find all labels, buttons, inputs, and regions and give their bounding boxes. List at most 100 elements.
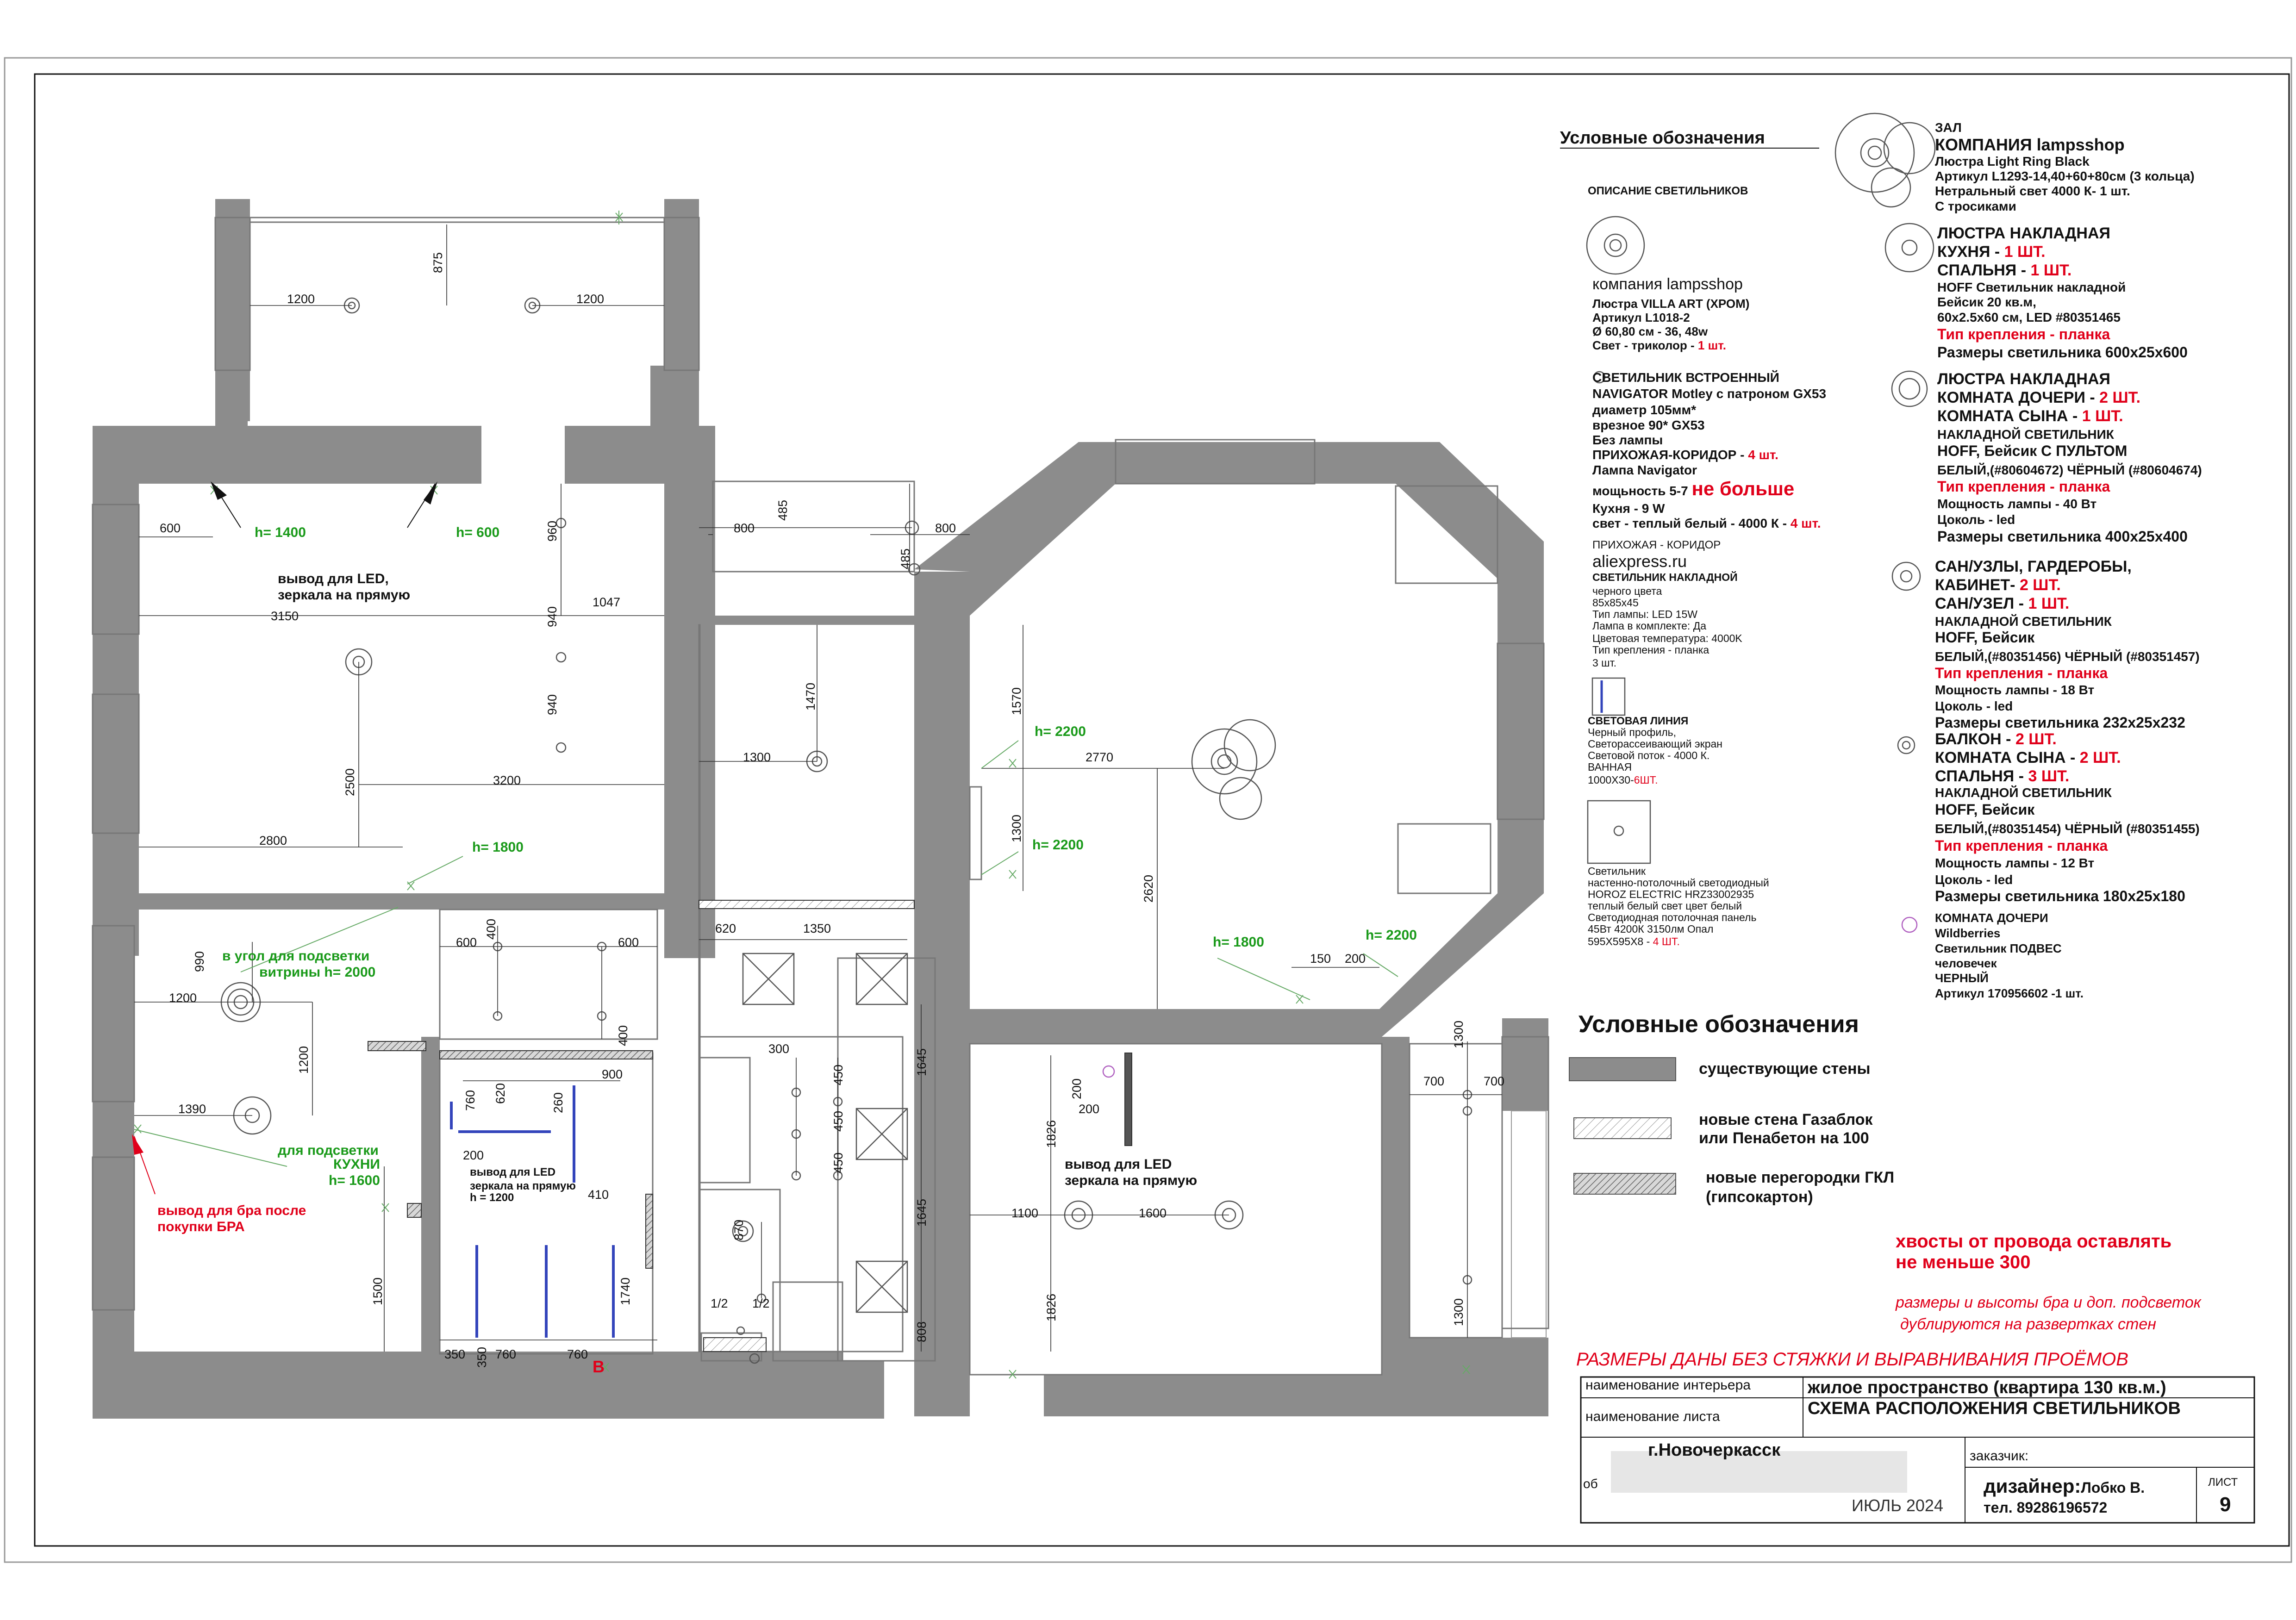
svg-text:Размеры светильника 600х25х600: Размеры светильника 600х25х600 [1937, 344, 2188, 361]
svg-text:С тросиками: С тросиками [1935, 199, 2016, 213]
svg-text:1200: 1200 [576, 292, 604, 306]
svg-text:700: 700 [1484, 1074, 1504, 1088]
walls-legend: существующие стены новые стена Газаблок … [1569, 1057, 1894, 1206]
svg-text:или Пенабетон на 100: или Пенабетон на 100 [1699, 1129, 1869, 1147]
svg-text:450: 450 [831, 1111, 845, 1132]
svg-text:Люстра Light Ring Black: Люстра Light Ring Black [1935, 154, 2090, 168]
svg-text:600: 600 [618, 935, 639, 949]
svg-text:НАКЛАДНОЙ СВЕТИЛЬНИК: НАКЛАДНОЙ СВЕТИЛЬНИК [1935, 614, 2112, 629]
svg-text:САН/УЗЕЛ - 1 ШТ.: САН/УЗЕЛ - 1 ШТ. [1935, 595, 2069, 612]
svg-text:наименование листа: наименование листа [1585, 1409, 1720, 1424]
svg-text:h= 1600: h= 1600 [329, 1173, 380, 1188]
svg-text:45Вт 4200К 3150лм Опал: 45Вт 4200К 3150лм Опал [1588, 923, 1713, 935]
svg-text:НАКЛАДНОЙ СВЕТИЛЬНИК: НАКЛАДНОЙ СВЕТИЛЬНИК [1937, 427, 2115, 442]
svg-text:1740: 1740 [618, 1277, 632, 1305]
gazoblok-wall-swatch [1573, 1117, 1672, 1139]
villa-art-chandelier-icon [1586, 216, 1645, 275]
svg-text:БАЛКОН - 2 ШТ.: БАЛКОН - 2 ШТ. [1935, 730, 2057, 748]
svg-text:ЛЮСТРА НАКЛАДНАЯ: ЛЮСТРА НАКЛАДНАЯ [1937, 370, 2110, 388]
svg-text:760: 760 [495, 1347, 516, 1361]
svg-text:в угол для подсветки: в угол для подсветки [222, 948, 369, 964]
svg-text:Светильник ПОДВЕС: Светильник ПОДВЕС [1935, 941, 2062, 955]
svg-text:жилое пространство (квартира 1: жилое пространство (квартира 130 кв.м.) [1807, 1378, 2166, 1397]
svg-text:Ø 60,80 см - 36, 48w: Ø 60,80 см - 36, 48w [1592, 324, 1708, 338]
svg-text:Мощность лампы - 40 Вт: Мощность лампы - 40 Вт [1937, 497, 2096, 511]
svg-text:1645: 1645 [915, 1048, 929, 1076]
svg-text:940: 940 [545, 606, 559, 627]
svg-text:808: 808 [915, 1321, 929, 1342]
svg-text:Световой поток - 4000 К.: Световой поток - 4000 К. [1588, 749, 1710, 761]
walls-legend-title: Условные обозначения [1578, 1011, 1859, 1038]
light-ring-icon [1834, 112, 1915, 193]
svg-text:410: 410 [588, 1188, 609, 1202]
svg-text:вывод для LED: вывод для LED [470, 1166, 555, 1178]
svg-text:ВАННАЯ: ВАННАЯ [1588, 761, 1632, 773]
square-panel-icon [1587, 800, 1651, 864]
arrows [132, 481, 437, 1195]
notes: хвосты от провода оставлять не меньше 30… [1576, 1231, 2202, 1370]
svg-text:КУХНИ: КУХНИ [333, 1157, 380, 1172]
svg-text:870: 870 [732, 1220, 746, 1240]
plan-led-notes: вывод для LED, зеркала на прямую h = 120… [278, 571, 1197, 1204]
svg-text:1200: 1200 [287, 292, 315, 306]
svg-text:h = 1200: h = 1200 [470, 1191, 514, 1204]
svg-text:Тип лампы: LED 15W: Тип лампы: LED 15W [1592, 608, 1697, 620]
svg-text:900: 900 [602, 1067, 623, 1081]
pendant-icon [1901, 916, 1918, 933]
svg-text:1300: 1300 [1010, 815, 1023, 842]
svg-text:Светорассеивающий экран: Светорассеивающий экран [1588, 738, 1722, 750]
led-lines [450, 1085, 615, 1338]
svg-text:существующие стены: существующие стены [1699, 1060, 1871, 1078]
svg-text:СПАЛЬНЯ - 1 ШТ.: СПАЛЬНЯ - 1 ШТ. [1937, 262, 2071, 279]
svg-text:620: 620 [715, 922, 736, 935]
svg-text:1100: 1100 [1011, 1206, 1038, 1220]
svg-text:1300: 1300 [743, 750, 771, 764]
svg-text:Нетральный свет 4000 К- 1 шт.: Нетральный свет 4000 К- 1 шт. [1935, 184, 2130, 198]
svg-text:ПРИХОЖАЯ-КОРИДОР - 4 шт.: ПРИХОЖАЯ-КОРИДОР - 4 шт. [1592, 448, 1778, 462]
svg-text:зеркала на прямую: зеркала на прямую [278, 587, 410, 603]
svg-text:Мощность лампы - 18 Вт: Мощность лампы - 18 Вт [1935, 683, 2094, 697]
svg-text:960: 960 [545, 521, 559, 542]
svg-text:КУХНЯ - 1 ШТ.: КУХНЯ - 1 ШТ. [1937, 243, 2046, 261]
svg-text:2800: 2800 [259, 834, 287, 847]
svg-text:300: 300 [768, 1042, 789, 1056]
window-lines [92, 217, 1549, 1376]
svg-text:(гипсокартон): (гипсокартон) [1706, 1188, 1813, 1206]
svg-text:для подсветки: для подсветки [278, 1143, 379, 1158]
svg-text:Мощность лампы - 12 Вт: Мощность лампы - 12 Вт [1935, 856, 2094, 870]
svg-text:800: 800 [734, 521, 755, 535]
svg-text:ИЮЛЬ 2024: ИЮЛЬ 2024 [1852, 1496, 1943, 1515]
svg-text:новые перегородки ГКЛ: новые перегородки ГКЛ [1706, 1169, 1894, 1186]
new-walls [368, 900, 1132, 1352]
svg-text:КОМНАТА СЫНА - 2 ШТ.: КОМНАТА СЫНА - 2 ШТ. [1935, 749, 2121, 766]
svg-text:человечек: человечек [1935, 956, 1997, 970]
svg-text:Размеры светильника 232х25х232: Размеры светильника 232х25х232 [1935, 714, 2185, 731]
svg-text:вывод для LED,: вывод для LED, [278, 571, 389, 586]
svg-text:60x2.5x60 см, LED #80351465: 60x2.5x60 см, LED #80351465 [1937, 310, 2121, 324]
svg-text:СВЕТИЛЬНИК ВСТРОЕННЫЙ: СВЕТИЛЬНИК ВСТРОЕННЫЙ [1592, 370, 1779, 385]
svg-text:aliexpress.ru: aliexpress.ru [1592, 552, 1687, 571]
svg-text:не меньше 300: не меньше 300 [1896, 1252, 2031, 1272]
svg-text:485: 485 [776, 500, 790, 521]
svg-text:1/2: 1/2 [752, 1296, 770, 1310]
svg-text:200: 200 [1345, 952, 1366, 966]
svg-text:КОМПАНИЯ lampsshop: КОМПАНИЯ lampsshop [1935, 135, 2125, 154]
svg-text:КОМНАТА СЫНА - 1 ШТ.: КОМНАТА СЫНА - 1 ШТ. [1937, 407, 2123, 425]
svg-text:HOFF Светильник накладной: HOFF Светильник накладной [1937, 280, 2126, 294]
svg-text:г.Новочеркасск: г.Новочеркасск [1648, 1440, 1781, 1460]
svg-text:теплый белый свет цвет белый: теплый белый свет цвет белый [1588, 900, 1742, 912]
fixtures-subtitle: ОПИСАНИЕ СВЕТИЛЬНИКОВ [1588, 185, 1748, 197]
svg-text:1047: 1047 [593, 595, 620, 609]
svg-text:400: 400 [484, 919, 498, 940]
title-block: наименование интерьера жилое пространств… [1580, 1376, 2255, 1524]
svg-text:Тип крепления - планка: Тип крепления - планка [1937, 478, 2110, 495]
svg-text:760: 760 [567, 1347, 588, 1361]
gkl-wall-swatch [1573, 1173, 1676, 1195]
svg-text:600: 600 [160, 521, 181, 535]
svg-text:об: об [1583, 1477, 1598, 1491]
svg-text:HOFF, Бейсик С ПУЛЬТОМ: HOFF, Бейсик С ПУЛЬТОМ [1937, 442, 2127, 459]
svg-text:1470: 1470 [804, 683, 817, 710]
svg-text:зеркала на прямую: зеркала на прямую [1065, 1173, 1197, 1188]
svg-text:3150: 3150 [271, 609, 299, 623]
svg-text:1826: 1826 [1044, 1294, 1058, 1321]
